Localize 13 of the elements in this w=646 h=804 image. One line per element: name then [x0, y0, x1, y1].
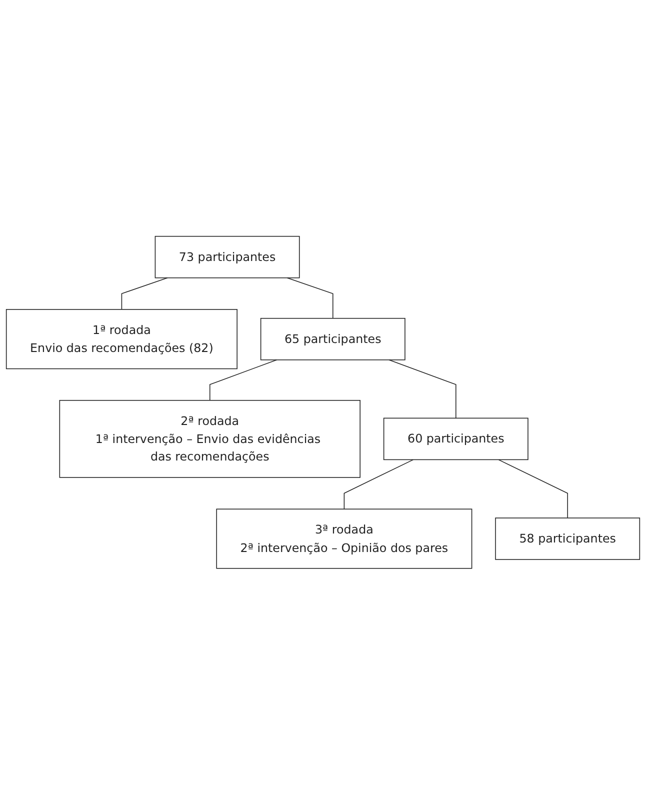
connector [121, 277, 168, 310]
connector [498, 458, 568, 518]
node-box: 58 participantes [495, 517, 640, 560]
node-box: 3ª rodada 2ª intervenção – Opinião dos pares [216, 508, 472, 568]
node-box: 2ª rodada 1ª intervenção – Envio das evidências das recomendações [59, 400, 360, 478]
node-box: 60 participantes [383, 417, 528, 460]
connector [388, 359, 456, 418]
node-box: 1ª rodada Envio das recomendações (82) [6, 308, 238, 369]
connector [344, 458, 414, 510]
node-box: 65 participantes [260, 318, 406, 360]
connector [286, 277, 334, 318]
node-box: 73 participantes [154, 236, 300, 278]
connector [209, 359, 278, 400]
